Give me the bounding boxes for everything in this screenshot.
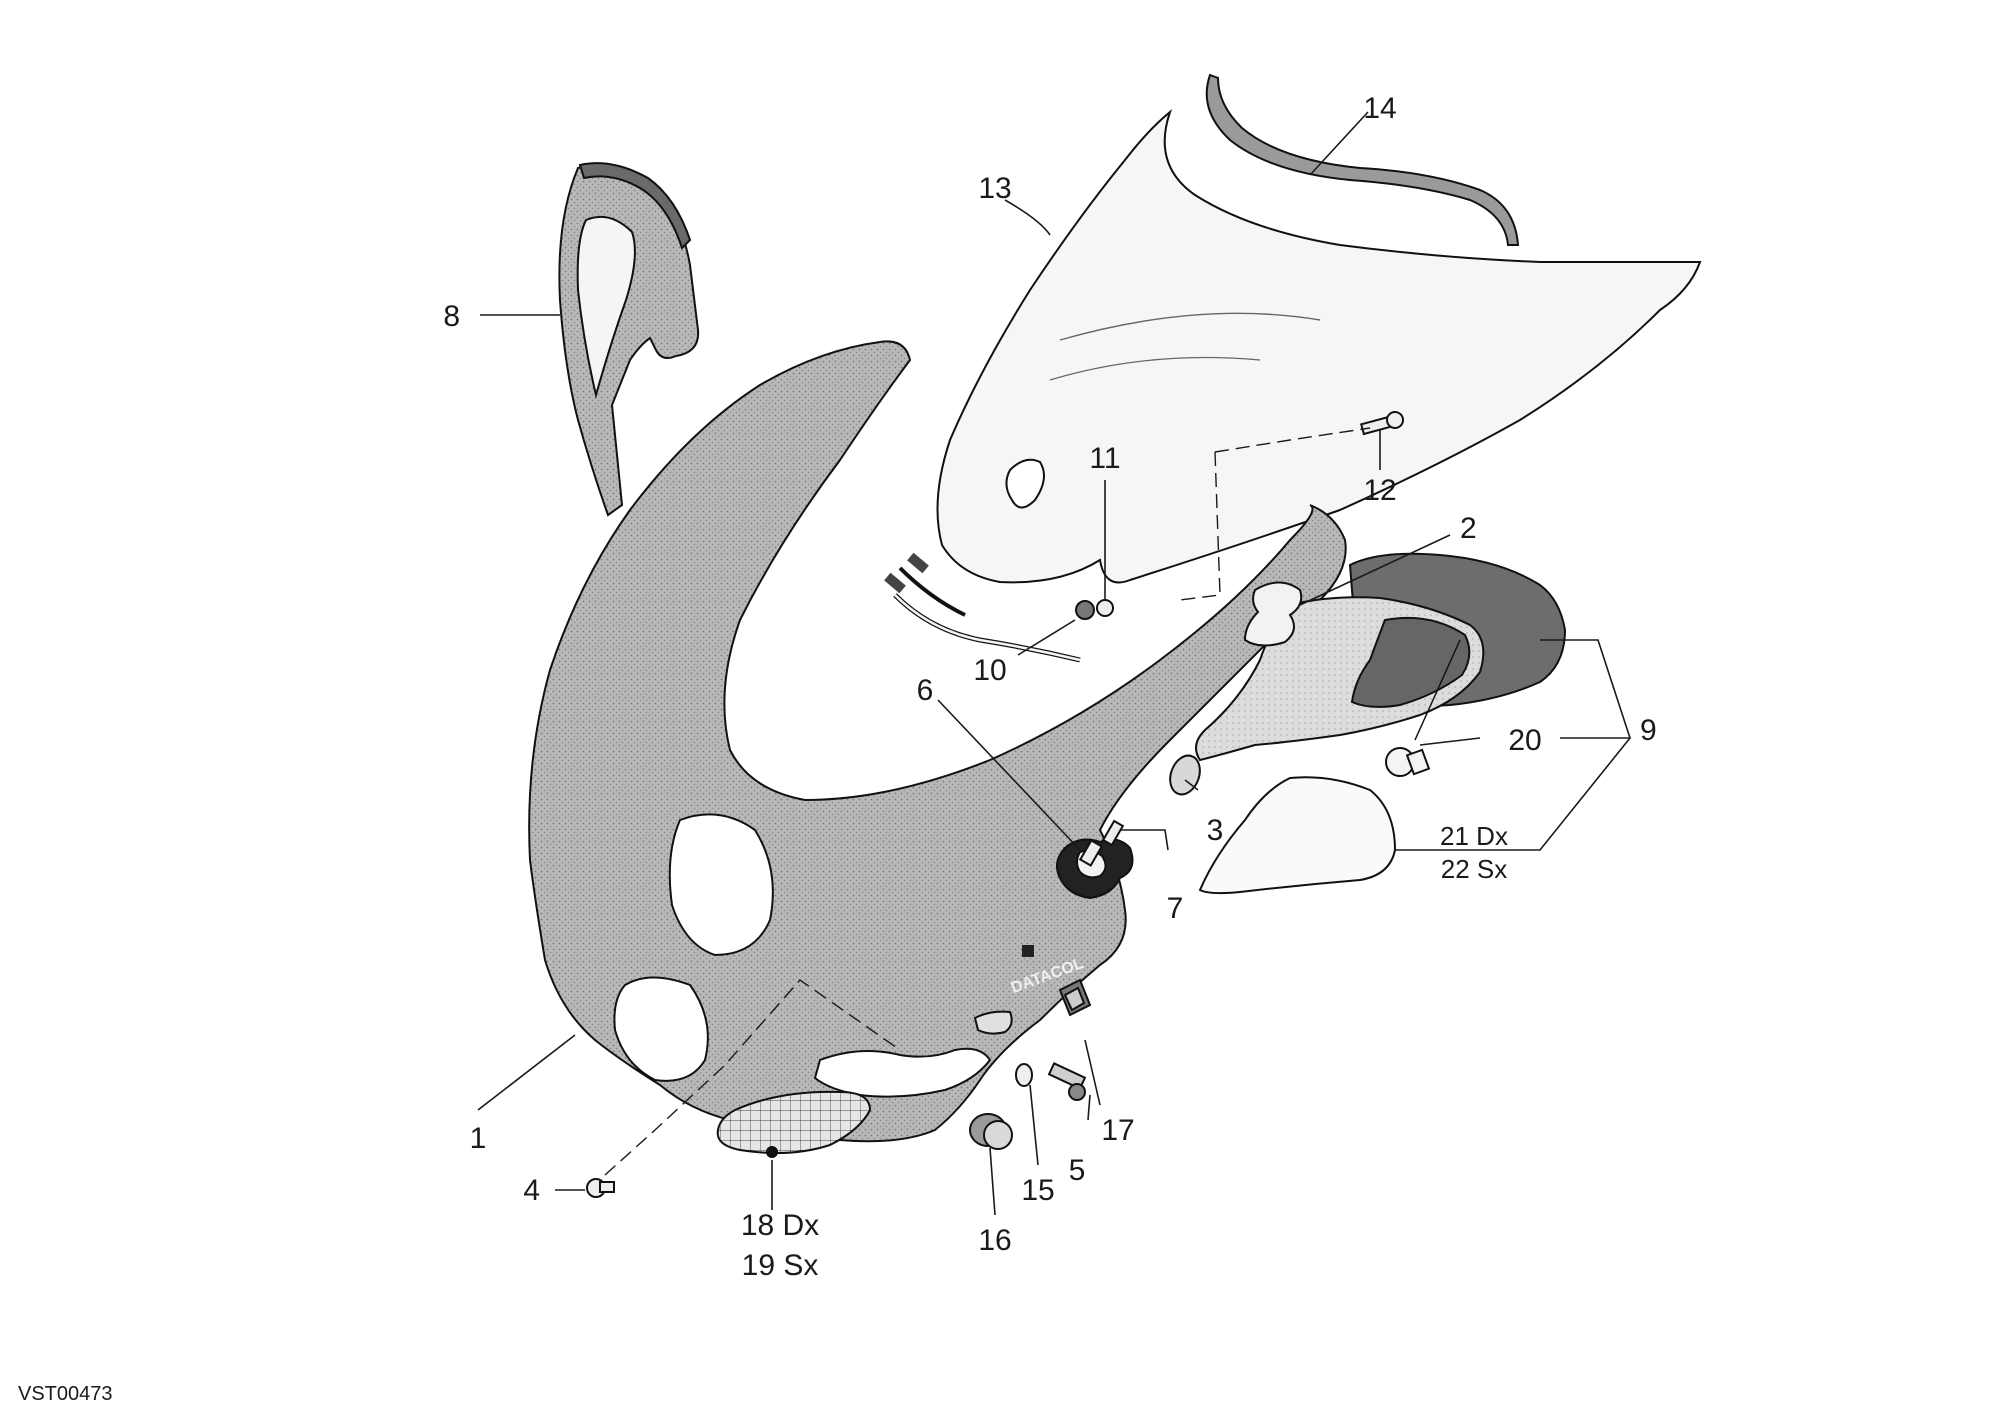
callout-7: 7 <box>1167 892 1184 925</box>
callout-17: 17 <box>1101 1114 1134 1147</box>
callout-6: 6 <box>917 674 934 707</box>
callout-13: 13 <box>978 172 1011 205</box>
part-4-screw <box>586 1178 615 1198</box>
callout-12: 12 <box>1363 474 1396 507</box>
drawing-code: VST00473 <box>18 1383 113 1405</box>
callout-18: 18 Dx <box>741 1209 819 1242</box>
part-10-11-nuts <box>1075 599 1114 620</box>
callout-22: 22 Sx <box>1441 854 1508 884</box>
callout-14: 14 <box>1363 92 1396 125</box>
part-15-washer <box>1015 1063 1033 1087</box>
part-12-screw <box>1360 411 1404 436</box>
part-1-front-fairing: DATACOL <box>528 340 1347 1143</box>
part-14-seal-strip <box>1205 73 1520 246</box>
callout-21: 21 Dx <box>1440 821 1508 851</box>
callout-2: 2 <box>1460 512 1477 545</box>
callout-labels: 8 1 4 13 14 11 12 10 2 6 3 7 20 9 21 Dx … <box>443 92 1656 1282</box>
part-21-22-lens <box>1198 776 1397 895</box>
part-6-7-fasteners <box>1078 819 1125 867</box>
part-18-19-mesh-grille <box>716 1090 872 1158</box>
callout-19: 19 Sx <box>742 1249 819 1282</box>
part-8-cover <box>558 162 700 517</box>
callout-10: 10 <box>973 654 1006 687</box>
callout-3: 3 <box>1207 814 1224 847</box>
callout-8: 8 <box>443 300 460 333</box>
part-13-windscreen <box>936 109 1702 584</box>
assembly-dashed-lines <box>604 427 1371 1176</box>
callout-11: 11 <box>1089 442 1120 475</box>
part-17-clip <box>1058 978 1092 1017</box>
callout-16: 16 <box>978 1224 1011 1257</box>
callout-5: 5 <box>1069 1154 1086 1187</box>
leader-lines <box>477 111 1632 1216</box>
callout-9: 9 <box>1640 714 1657 747</box>
callout-15: 15 <box>1021 1174 1054 1207</box>
wiring-harness <box>884 552 1081 663</box>
part-20-bulb <box>1385 639 1461 777</box>
part-5-bolt <box>1047 1062 1087 1101</box>
callout-20: 20 <box>1508 724 1541 757</box>
callout-4: 4 <box>523 1174 540 1207</box>
part-16-bushing <box>969 1113 1013 1150</box>
callout-1: 1 <box>470 1122 487 1155</box>
part-2-mirror-housing <box>1195 552 1567 762</box>
